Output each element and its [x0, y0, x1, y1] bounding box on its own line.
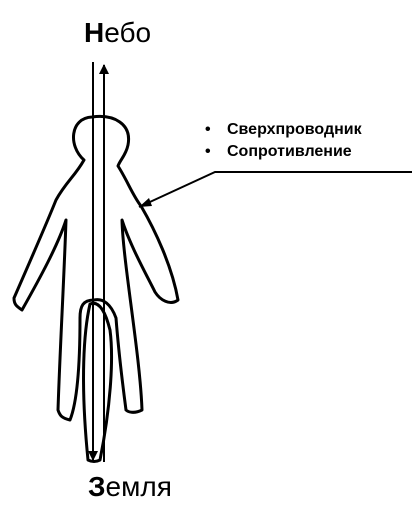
earth-label-initial: З — [88, 471, 106, 502]
earth-label-rest: емля — [106, 471, 172, 502]
pointer-line — [139, 172, 412, 207]
human-silhouette-outline — [14, 116, 178, 420]
earth-label: Земля — [88, 473, 172, 501]
pointer-arrowhead — [139, 198, 152, 207]
human-legs-outline — [84, 303, 112, 461]
